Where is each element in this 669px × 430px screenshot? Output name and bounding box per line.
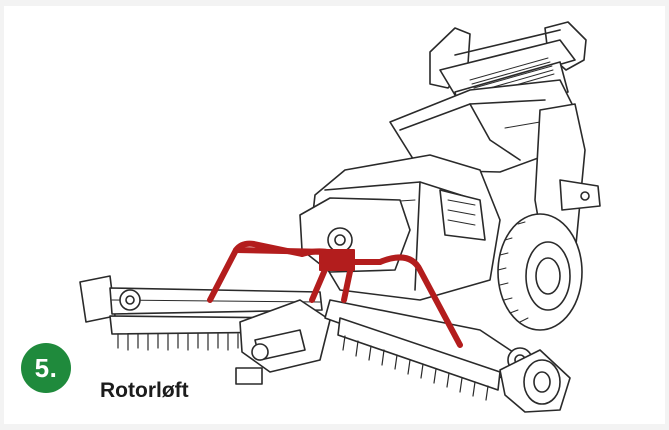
left-rotor-arm (79, 275, 323, 351)
step-number-badge: 5. (21, 343, 71, 393)
wheel (497, 213, 583, 331)
front-hitch (235, 299, 331, 385)
right-rotor-arm (324, 299, 571, 413)
step-title: Rotorløft (100, 379, 189, 402)
rotor-lift-frame (207, 240, 463, 348)
